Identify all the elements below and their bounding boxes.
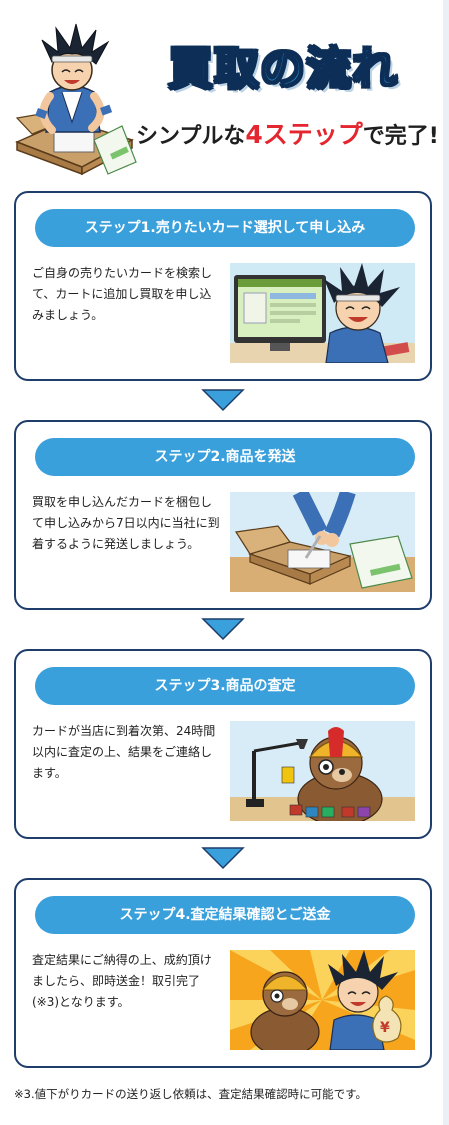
step-card-3: ステップ3.商品の査定 カードが当店に到着次第、24時間以内に査定の上、結果をご… — [14, 649, 432, 839]
step-card-2: ステップ2.商品を発送 買取を申し込んだカードを梱包して申し込みから7日以内に当… — [14, 420, 432, 610]
step-description-3: カードが当店に到着次第、24時間以内に査定の上、結果をご連絡します。 — [32, 724, 216, 780]
flow-arrow-1 — [201, 389, 245, 412]
packing-box-illustration — [230, 492, 415, 592]
money-bag-celebration-illustration: ¥ — [230, 950, 415, 1050]
page-title: 買取の流れ — [167, 41, 398, 96]
footnote: ※3.値下がりカードの送り返し依頼は、査定結果確認時に可能です。 — [14, 1087, 367, 1101]
step-description-4: 査定結果にご納得の上、成約頂けましたら、即時送金！取引完了(※3)となります。 — [32, 953, 212, 1009]
flow-arrow-3 — [201, 847, 245, 870]
step-description-2: 買取を申し込んだカードを梱包して申し込みから7日以内に当社に到着するように発送し… — [32, 495, 220, 551]
step-card-1: ステップ1.売りたいカード選択して申し込み ご自身の売りたいカードを検索して、カ… — [14, 191, 432, 381]
flow-header: 買取の流れ シンプルな4ステップで完了! — [0, 0, 449, 185]
flow-arrow-2 — [201, 618, 245, 641]
bear-inspecting-cards-illustration — [230, 721, 415, 821]
boy-at-computer-illustration — [230, 263, 415, 363]
subtitle-tail: で完了! — [362, 124, 439, 149]
subtitle-lead: シンプルな — [136, 124, 246, 149]
step-card-4: ステップ4.査定結果確認とご送金 査定結果にご納得の上、成約頂けましたら、即時送… — [14, 878, 432, 1068]
right-edge-rule — [443, 0, 449, 1125]
step-label-1: ステップ1.売りたいカード選択して申し込み — [35, 209, 415, 247]
page-subtitle: シンプルな4ステップで完了! — [136, 120, 439, 152]
boy-packing-illustration — [15, 23, 137, 176]
step-label-2: ステップ2.商品を発送 — [35, 438, 415, 476]
step-label-3: ステップ3.商品の査定 — [35, 667, 415, 705]
subtitle-accent: 4ステップ — [245, 120, 363, 149]
step-label-4: ステップ4.査定結果確認とご送金 — [35, 896, 415, 934]
svg-text:¥: ¥ — [380, 1020, 390, 1036]
step-description-1: ご自身の売りたいカードを検索して、カートに追加し買取を申し込みましょう。 — [32, 266, 213, 322]
